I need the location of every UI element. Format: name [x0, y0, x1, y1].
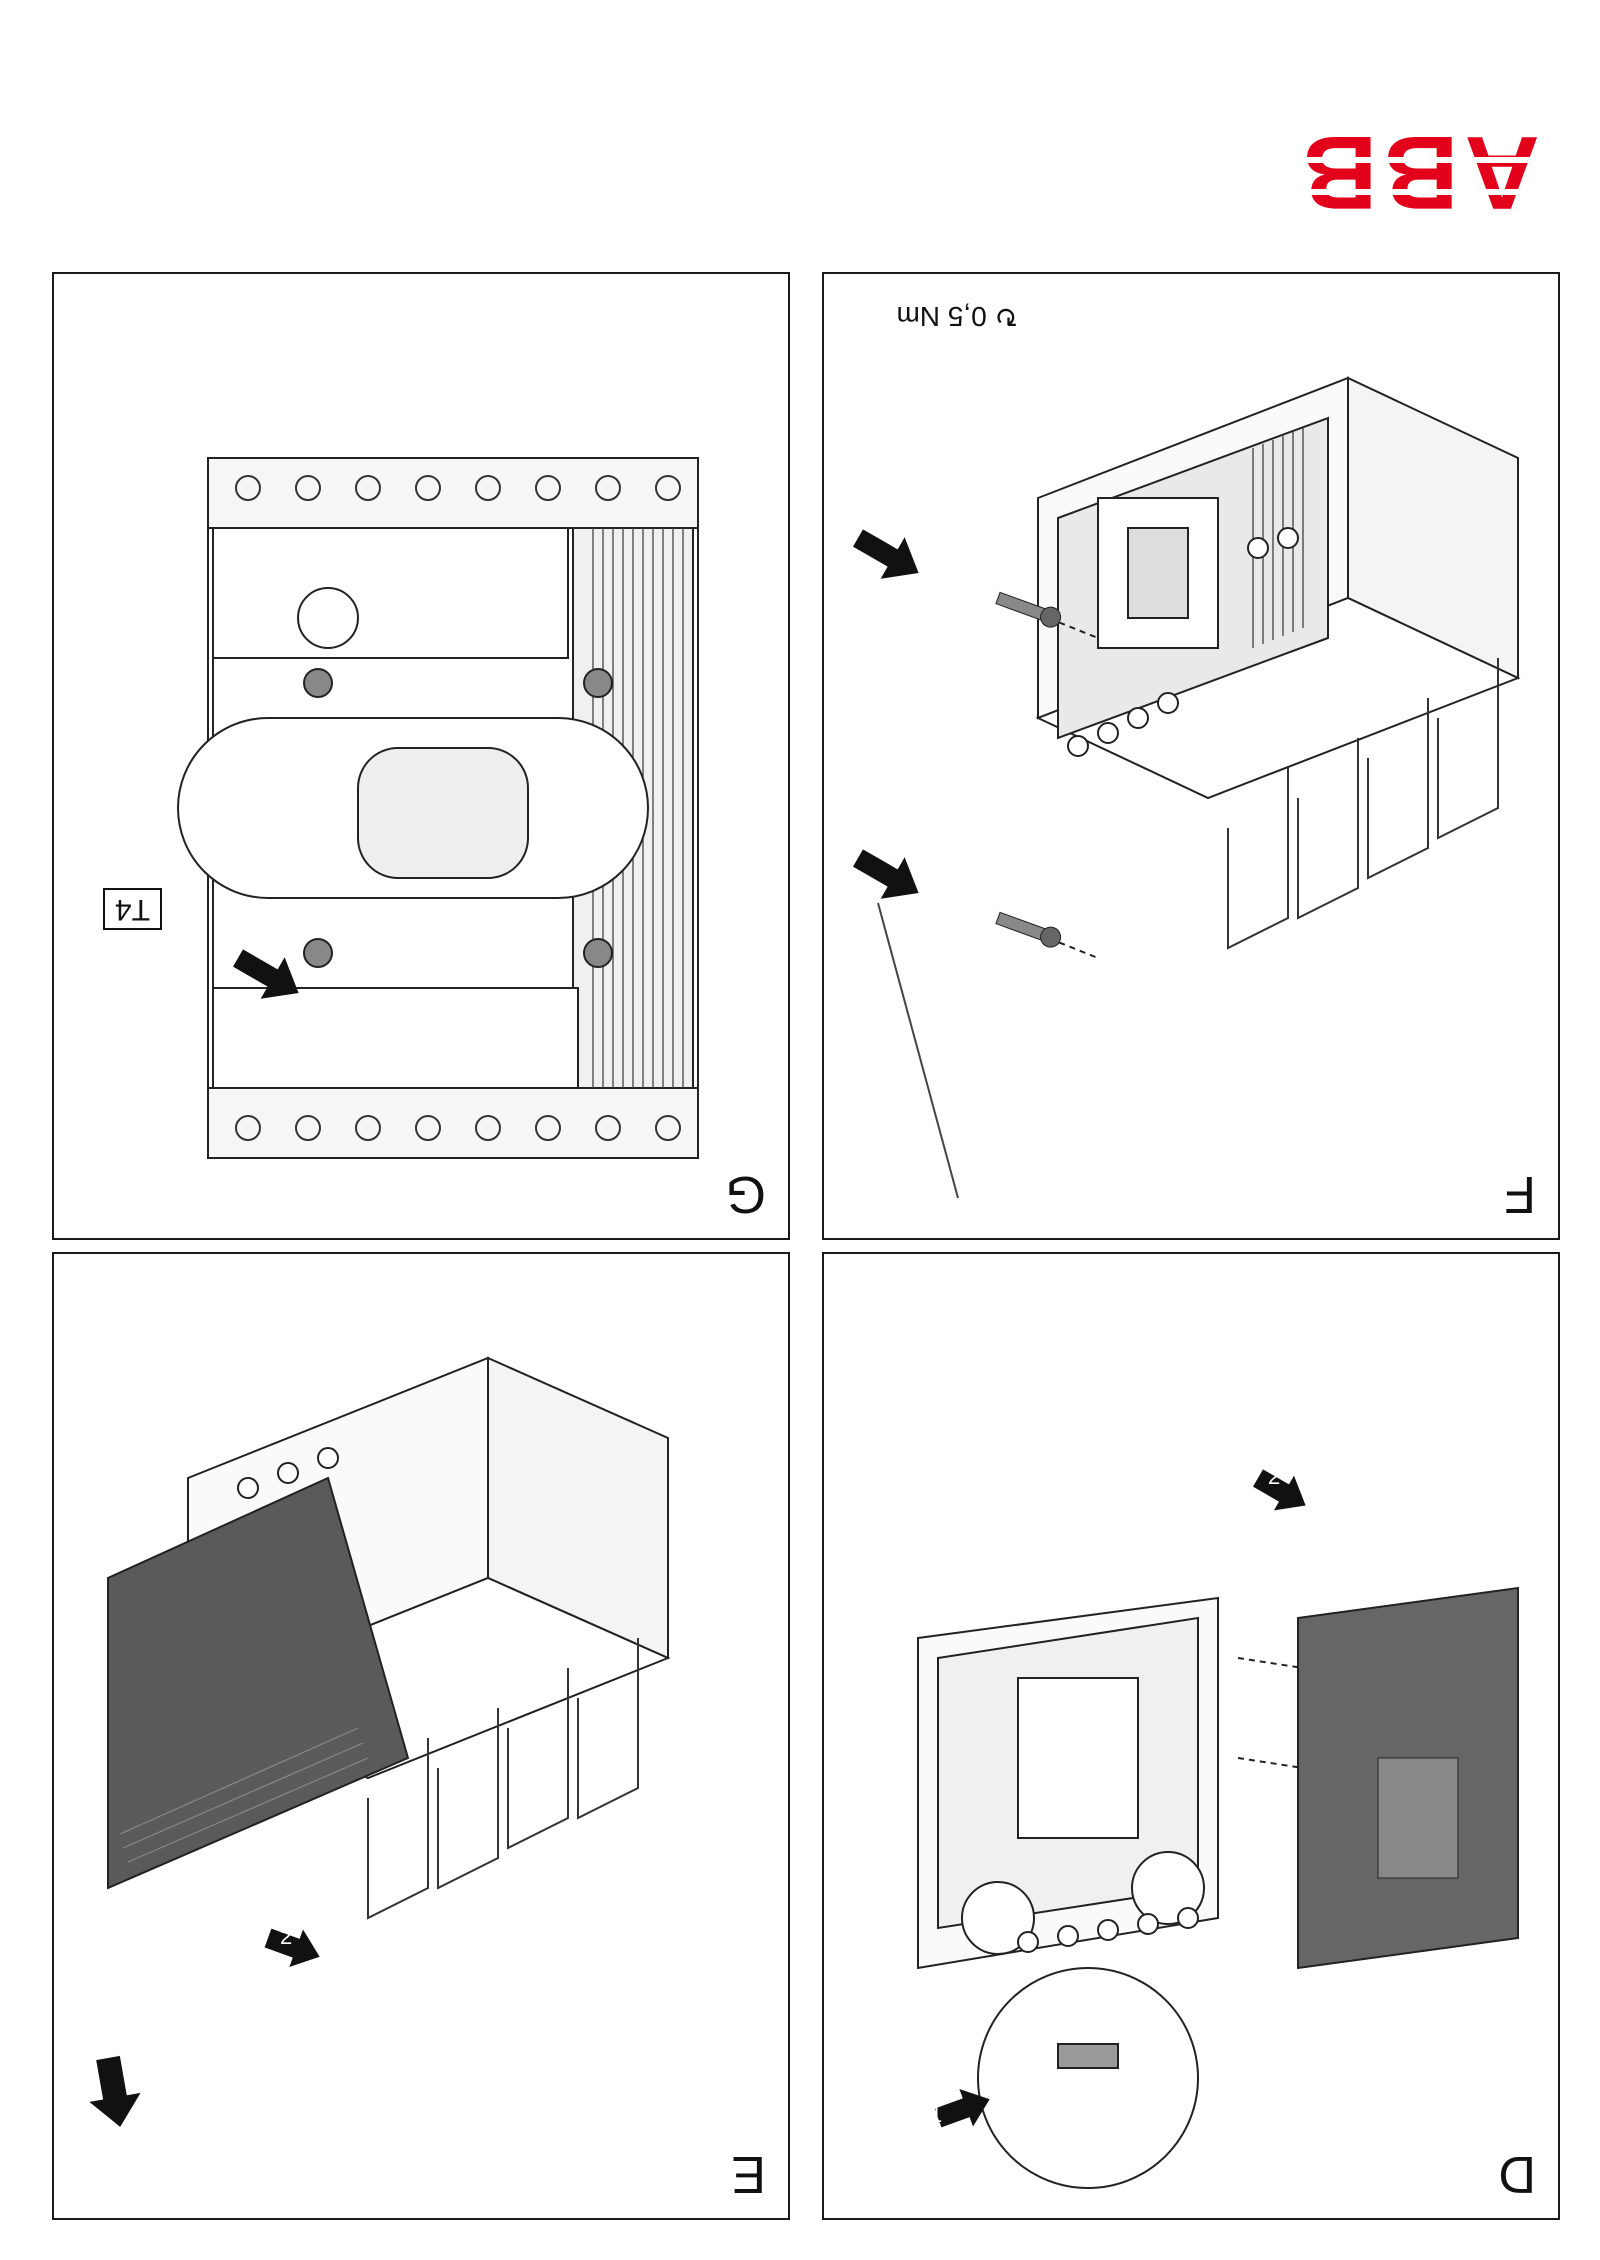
arrow-icon	[853, 529, 919, 579]
svg-text:1: 1	[930, 2102, 942, 2127]
torque-icon: ↻	[994, 301, 1018, 332]
screw-bottom	[995, 911, 1062, 948]
cover-part	[107, 1476, 410, 1890]
screw-top	[995, 591, 1062, 628]
arrow-icon	[853, 849, 919, 899]
svg-text:2: 2	[280, 1924, 292, 1949]
panel-f: F	[822, 272, 1560, 1240]
arrow-icon	[1253, 1469, 1306, 1511]
breaker-iso-illustration	[853, 376, 1521, 1199]
svg-text:2: 2	[1268, 1464, 1280, 1489]
panel-g: G	[52, 272, 790, 1240]
panel-d: D 2 1	[822, 1252, 1560, 2220]
breaker-front-illustration	[177, 457, 699, 1159]
model-label: T4	[102, 888, 162, 930]
svg-text:ABB: ABB	[1296, 125, 1539, 225]
abb-logo: ABB	[1288, 125, 1548, 225]
torque-value: ↻ 0,5 Nm	[896, 301, 1019, 332]
arrow-icon	[233, 949, 299, 999]
svg-text:1: 1	[124, 2054, 136, 2079]
rotate-arrow-icon	[264, 1928, 320, 1968]
cover-removal-illustration: 2 1	[917, 1464, 1519, 2189]
cover-tilt-illustration: 1 2	[89, 1356, 671, 2127]
rotate-arrow-icon	[934, 2088, 990, 2128]
panel-e: E 1 2	[52, 1252, 790, 2220]
arrow-icon	[89, 2055, 141, 2127]
